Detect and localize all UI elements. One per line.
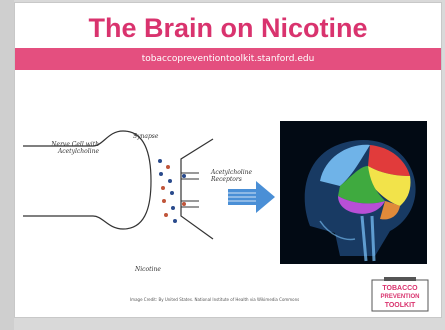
left-frame (0, 0, 14, 330)
molecule (158, 159, 162, 163)
nerve-cell-label: Nerve Cell with Acetylcholine (47, 141, 99, 155)
receptors (181, 173, 199, 207)
svg-text:PREVENTION: PREVENTION (380, 294, 419, 300)
toolkit-logo-graphic: TOBACCO PREVENTION TOOLKIT (370, 277, 430, 313)
svg-text:TOOLKIT: TOOLKIT (385, 302, 416, 309)
svg-text:TOBACCO: TOBACCO (382, 285, 418, 292)
molecule (166, 165, 170, 169)
synapse-diagram: Nerve Cell with Acetylcholine Synapse Ac… (23, 121, 293, 281)
molecule (170, 191, 174, 195)
synapse-label: Synapse (133, 133, 158, 140)
brain-illustration (280, 121, 427, 264)
image-credit: Image Credit: By United States. National… (130, 297, 299, 302)
molecule (173, 219, 177, 223)
slide: The Brain on Nicotine tobaccopreventiont… (14, 2, 442, 318)
molecule (162, 199, 166, 203)
slide-title: The Brain on Nicotine (15, 13, 441, 44)
nicotine-label: Nicotine (135, 266, 161, 273)
banner-url: tobaccopreventiontoolkit.stanford.edu (15, 48, 441, 70)
toolkit-logo: TOBACCO PREVENTION TOOLKIT (370, 277, 430, 313)
molecules (158, 159, 186, 223)
molecule (182, 202, 186, 206)
molecule (171, 206, 175, 210)
receptors-label: Acetylcholine Receptors (211, 169, 263, 183)
molecule (168, 179, 172, 183)
molecule (164, 213, 168, 217)
url-banner: tobaccopreventiontoolkit.stanford.edu (15, 48, 441, 70)
molecule (159, 172, 163, 176)
arrow-icon (228, 181, 275, 213)
molecule (182, 174, 186, 178)
molecule (161, 186, 165, 190)
receiving-neuron-outline (181, 139, 213, 239)
brain-image (280, 121, 427, 264)
